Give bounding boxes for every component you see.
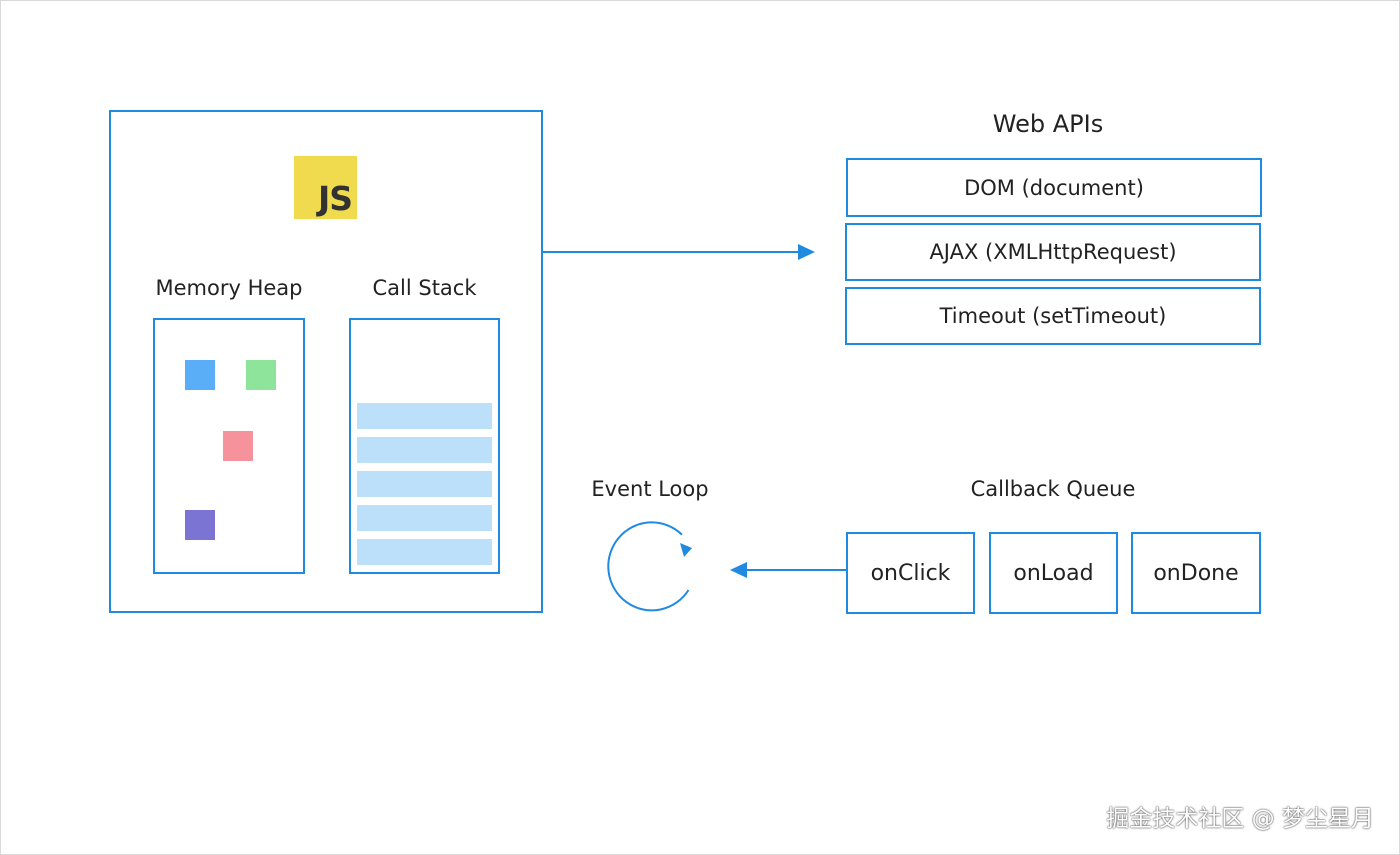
heap-object [246,360,276,390]
web-api-label: Timeout (setTimeout) [939,304,1167,328]
callback-queue-title: Callback Queue [970,477,1136,501]
call-stack-frame [357,471,492,497]
callback-ondone: onDone [1131,532,1261,614]
web-api-timeout: Timeout (setTimeout) [845,287,1261,345]
watermark: 掘金技术社区 @ 梦尘星月 [1106,806,1374,832]
call-stack-frame [357,505,492,531]
js-logo-text: JS [317,179,353,218]
memory-heap-label: Memory Heap [155,276,303,300]
event-loop-label: Event Loop [591,477,709,501]
js-logo: JS [294,156,357,219]
heap-object [185,510,215,540]
web-api-ajax: AJAX (XMLHttpRequest) [845,223,1261,281]
web-apis-title: Web APIs [992,110,1104,138]
web-api-label: AJAX (XMLHttpRequest) [929,240,1177,264]
web-api-label: DOM (document) [964,175,1144,200]
call-stack-frame [357,539,492,565]
callback-onload: onLoad [989,532,1118,614]
callback-onclick: onClick [846,532,975,614]
web-api-dom: DOM (document) [846,158,1262,217]
call-stack-label: Call Stack [372,276,477,300]
call-stack-frame [357,437,492,463]
heap-object [223,431,253,461]
call-stack-frame [357,403,492,429]
callback-label: onClick [870,560,951,586]
callback-label: onLoad [1013,560,1094,586]
callback-label: onDone [1153,560,1239,586]
heap-object [185,360,215,390]
